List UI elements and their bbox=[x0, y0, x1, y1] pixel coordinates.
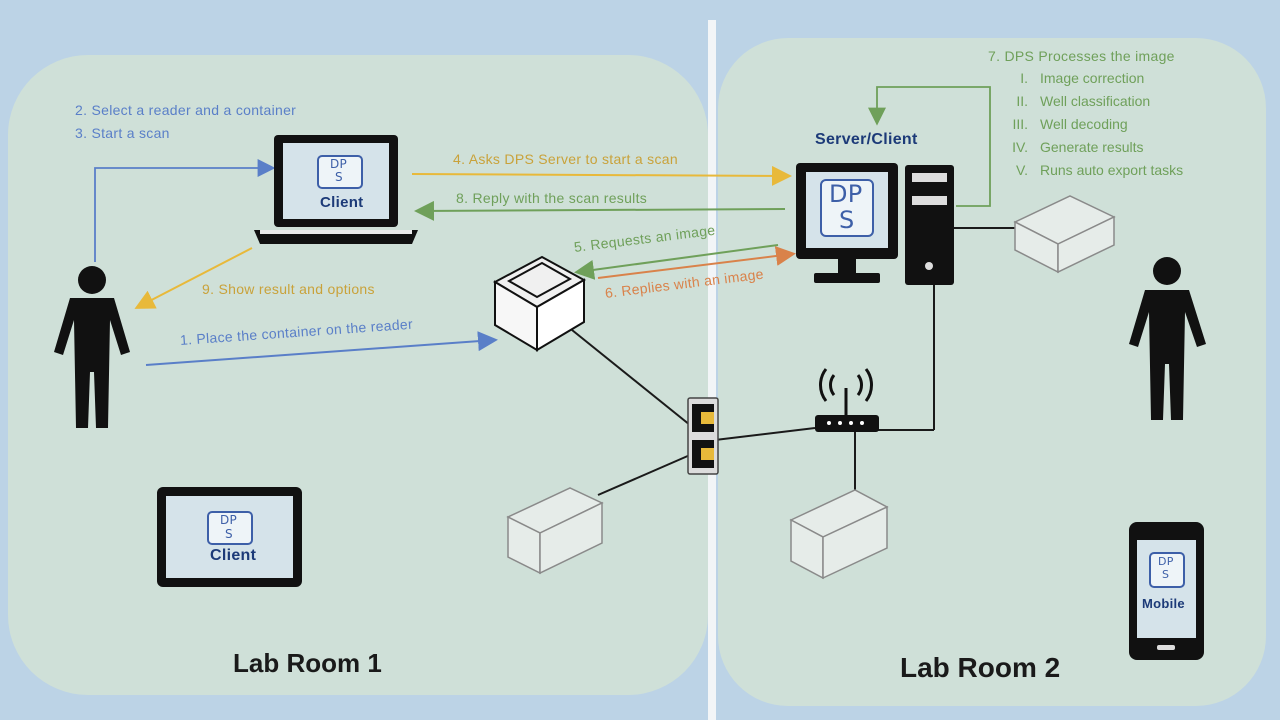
person-left-icon bbox=[54, 266, 130, 428]
person-right-icon bbox=[1129, 257, 1206, 420]
monitor-logo-s: S bbox=[839, 206, 855, 234]
tablet-client-label: Client bbox=[210, 547, 257, 564]
laptop-logo-s: S bbox=[335, 170, 343, 184]
step-8-label: 8. Reply with the scan results bbox=[456, 190, 648, 206]
server-client-label: Server/Client bbox=[815, 131, 918, 148]
step-7-label: 7. DPS Processes the image bbox=[988, 48, 1175, 64]
container-box-icon-room1 bbox=[506, 487, 604, 575]
step-2-label: 2. Select a reader and a container bbox=[75, 102, 297, 118]
laptop-dps-logo bbox=[317, 155, 363, 189]
dps-process-list: I.Image correction II.Well classificatio… bbox=[1000, 70, 1183, 185]
arrow-step-1 bbox=[145, 331, 498, 366]
mobile-logo-s: S bbox=[1162, 568, 1170, 581]
arrow-step-5 bbox=[574, 244, 779, 280]
step-9-label: 9. Show result and options bbox=[202, 281, 375, 297]
mobile-icon bbox=[1129, 522, 1204, 660]
tablet-logo-s: S bbox=[225, 527, 233, 541]
reader-device-icon bbox=[492, 255, 587, 352]
laptop-client-label: Client bbox=[320, 194, 364, 211]
arrow-step-6 bbox=[597, 246, 796, 279]
step-4-label: 4. Asks DPS Server to start a scan bbox=[453, 151, 678, 167]
mobile-label: Mobile bbox=[1142, 596, 1185, 611]
arrow-step-7 bbox=[868, 86, 991, 207]
wifi-router-icon bbox=[815, 368, 879, 432]
tablet-icon bbox=[157, 487, 302, 587]
tower-pc-icon bbox=[905, 165, 954, 285]
process-item: II.Well classification bbox=[1016, 93, 1151, 109]
process-item: V.Runs auto export tasks bbox=[1016, 162, 1184, 178]
tablet-logo-dp: DP bbox=[220, 513, 238, 527]
container-box-icon-room2 bbox=[789, 489, 889, 580]
lab-room-1-title: Lab Room 1 bbox=[233, 648, 382, 678]
monitor-dps-logo bbox=[820, 179, 874, 237]
arrow-step-4 bbox=[411, 165, 792, 186]
lab-room-2-title: Lab Room 2 bbox=[900, 652, 1061, 683]
network-cables bbox=[571, 227, 1015, 496]
process-item: III.Well decoding bbox=[1012, 116, 1128, 132]
monitor-logo-dp: DP bbox=[829, 180, 863, 208]
network-jack-icon bbox=[687, 397, 719, 475]
arrow-step-8 bbox=[414, 200, 786, 221]
arrow-step-2 bbox=[94, 159, 276, 262]
process-item: I.Image correction bbox=[1020, 70, 1145, 86]
arrow-step-9 bbox=[134, 247, 253, 309]
process-item: IV.Generate results bbox=[1012, 139, 1144, 155]
mobile-logo-dp: DP bbox=[1158, 555, 1174, 568]
laptop-logo-dp: DP bbox=[330, 157, 348, 171]
step-3-label: 3. Start a scan bbox=[75, 125, 170, 141]
reader-faded-icon bbox=[1013, 195, 1116, 274]
